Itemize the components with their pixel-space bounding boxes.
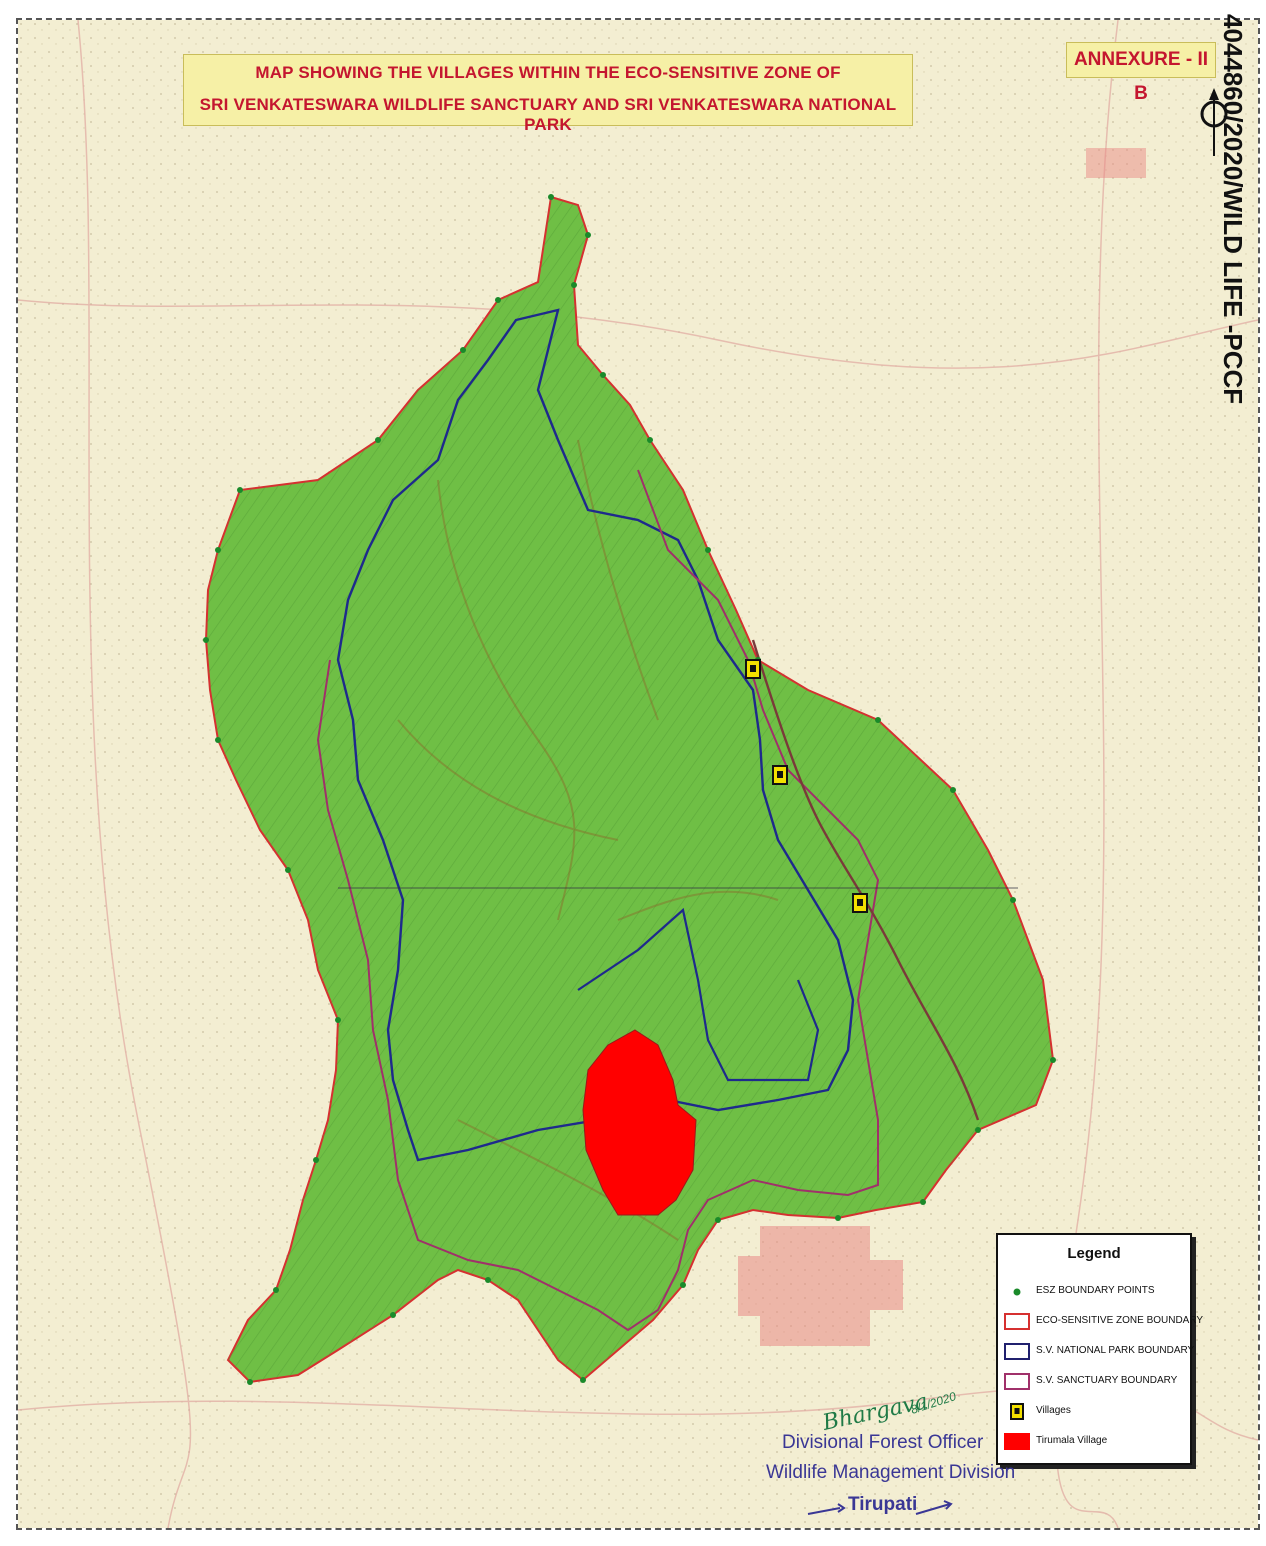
legend-label: ECO-SENSITIVE ZONE BOUNDARY bbox=[1036, 1315, 1204, 1326]
national-park-inner-loop bbox=[577, 907, 820, 1082]
file-reference-text: 4044860/2020/WILD LIFE -PCCF bbox=[1218, 14, 1248, 405]
red-filled-box-icon bbox=[1004, 1433, 1030, 1450]
village-marker-1 bbox=[745, 659, 761, 679]
tirumala-village-area bbox=[582, 1029, 697, 1216]
sanctuary-boundary bbox=[316, 469, 880, 1332]
legend-label: Villages bbox=[1036, 1405, 1071, 1416]
village-marker-icon bbox=[1010, 1403, 1024, 1420]
map-title-box: MAP SHOWING THE VILLAGES WITHIN THE ECO-… bbox=[183, 54, 913, 134]
map-legend: Legend ESZ BOUNDARY POINTS ECO-SENSITIVE… bbox=[996, 1233, 1203, 1465]
legend-label: ESZ BOUNDARY POINTS bbox=[1036, 1285, 1155, 1296]
tirupati-town bbox=[738, 1226, 903, 1346]
map-frame bbox=[16, 18, 1260, 1530]
legend-title: Legend bbox=[1067, 1245, 1121, 1262]
legend-item-esz-points: ESZ BOUNDARY POINTS bbox=[1002, 1281, 1190, 1303]
officer-division: Wildlife Management Division bbox=[766, 1462, 1016, 1483]
officer-location: Tirupati bbox=[848, 1494, 918, 1515]
officer-title: Divisional Forest Officer bbox=[782, 1432, 984, 1453]
map-title-line2: SRI VENKATESWARA WILDLIFE SANCTUARY AND … bbox=[199, 95, 897, 134]
officer-signature-block: Bhargava 8/1/2020 Divisional Forest Offi… bbox=[760, 1389, 1015, 1536]
map-canvas bbox=[18, 20, 1258, 1528]
legend-label: S.V. NATIONAL PARK BOUNDARY bbox=[1036, 1345, 1195, 1356]
map-title-line1: MAP SHOWING THE VILLAGES WITHIN THE ECO-… bbox=[255, 63, 841, 82]
legend-item-tirumala: Tirumala Village bbox=[1002, 1431, 1190, 1453]
red-outline-box-icon bbox=[1004, 1313, 1030, 1330]
legend-item-villages: Villages bbox=[1002, 1401, 1190, 1423]
flourish-icon bbox=[807, 1500, 953, 1515]
terrain-shading bbox=[206, 197, 1053, 1382]
north-arrow-icon bbox=[1200, 88, 1228, 156]
annexure-label: ANNEXURE - II B bbox=[1066, 42, 1216, 104]
green-dot-icon bbox=[1013, 1288, 1021, 1296]
blue-outline-box-icon bbox=[1004, 1343, 1030, 1360]
ridge-lines bbox=[397, 439, 779, 1241]
legend-item-park-boundary: S.V. NATIONAL PARK BOUNDARY bbox=[1002, 1341, 1194, 1363]
railway-line bbox=[751, 639, 980, 1121]
village-marker-2 bbox=[772, 765, 788, 785]
legend-item-esz-boundary: ECO-SENSITIVE ZONE BOUNDARY bbox=[1002, 1311, 1203, 1333]
town-patch-north bbox=[1086, 148, 1146, 178]
legend-item-sanctuary-boundary: S.V. SANCTUARY BOUNDARY bbox=[1002, 1371, 1190, 1393]
maroon-outline-box-icon bbox=[1004, 1373, 1030, 1390]
legend-label: Tirumala Village bbox=[1036, 1435, 1108, 1446]
village-marker-3 bbox=[852, 893, 868, 913]
esz-boundary-points bbox=[203, 194, 1056, 1385]
legend-label: S.V. SANCTUARY BOUNDARY bbox=[1036, 1375, 1178, 1386]
